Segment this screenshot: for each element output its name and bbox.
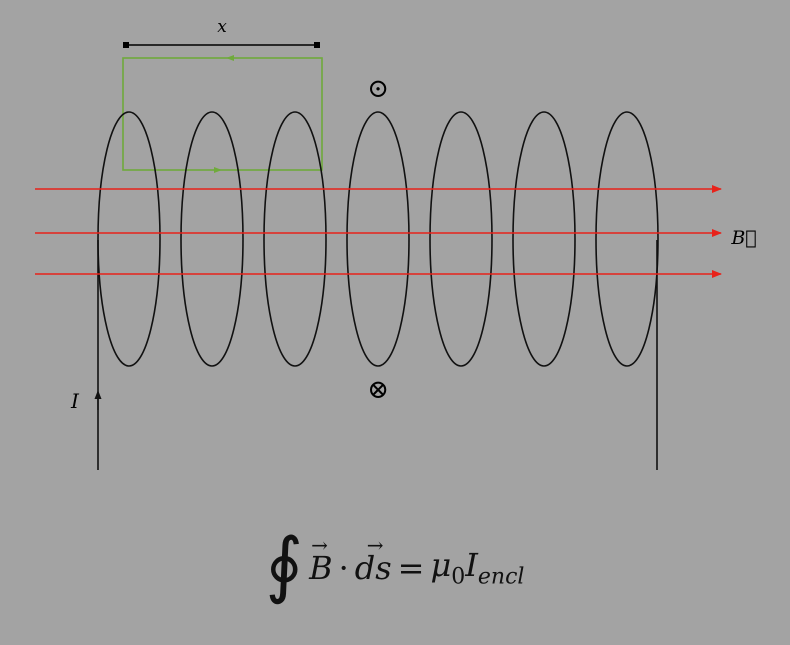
current-out-of-page-icon: ⊙: [367, 74, 389, 104]
current-arrow: [94, 390, 102, 410]
loop-direction-arrow-bottom: [214, 167, 222, 173]
field-label: B⃗: [730, 227, 756, 249]
current-into-page-icon: ⊗: [367, 375, 389, 405]
amperes-law-equation: ∮ B → · ds → = μ0 Iencl: [0, 518, 790, 618]
coil-turn: [595, 111, 659, 367]
mu-subscript: 0: [451, 564, 466, 590]
enclosed-current-symbol: Iencl: [465, 546, 524, 589]
mu-base: μ: [430, 546, 452, 585]
b-vector-arrow: →: [311, 533, 328, 557]
mu-symbol: μ0: [430, 546, 465, 589]
closed-integral-symbol: ∮: [265, 522, 304, 606]
coil-turn: [429, 111, 493, 367]
coil-turn: [512, 111, 576, 367]
b-vector: B →: [309, 533, 333, 587]
x-dimension-bar: [123, 42, 320, 48]
coil-turn: [346, 111, 410, 367]
ds-vector: ds →: [354, 533, 392, 587]
coil-turn: [97, 111, 161, 367]
coil-turn: [180, 111, 244, 367]
i-base: I: [465, 546, 478, 585]
current-label: I: [70, 389, 80, 413]
b-symbol: B: [309, 549, 333, 587]
ds-symbol: ds: [354, 549, 392, 587]
solenoid-coil: [97, 111, 659, 367]
x-label: x: [217, 17, 227, 37]
i-subscript: encl: [477, 564, 525, 590]
ds-vector-arrow: →: [366, 533, 384, 557]
dot-operator: ·: [338, 549, 349, 587]
equals-sign: =: [397, 549, 425, 587]
loop-direction-arrow-top: [226, 55, 234, 61]
field-lines: [35, 185, 722, 278]
coil-turn: [263, 111, 327, 367]
